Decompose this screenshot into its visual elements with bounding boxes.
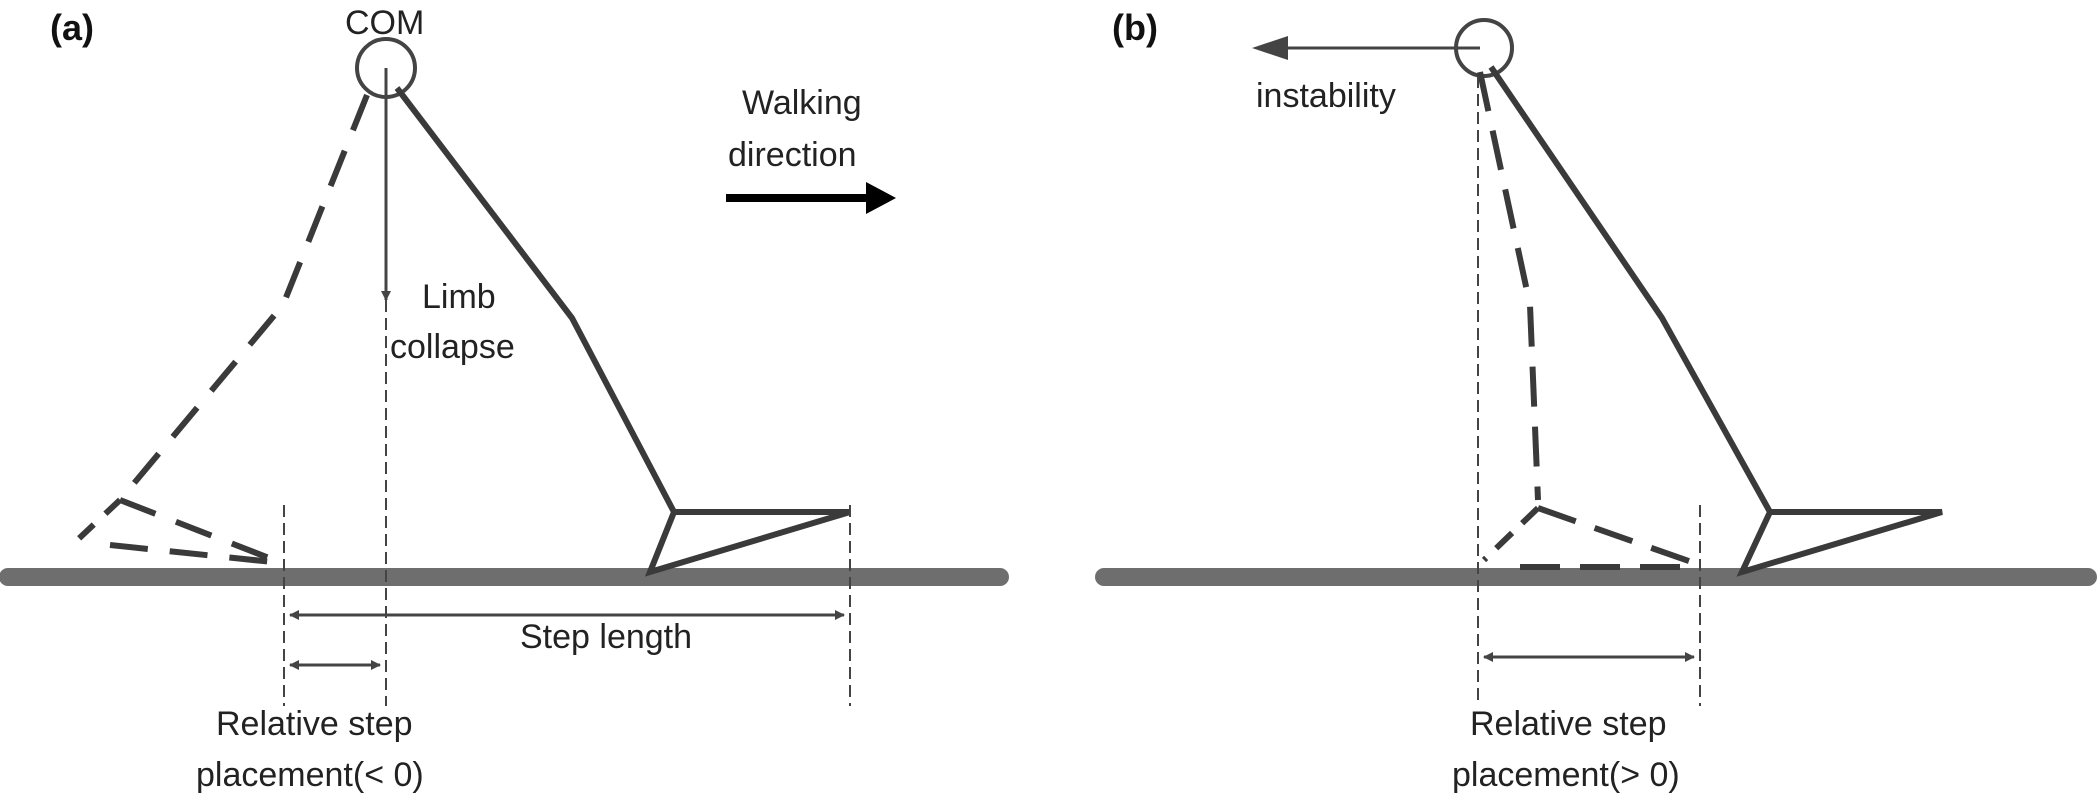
- swing-heel-b: [1481, 505, 1541, 563]
- limb-collapse-line2: collapse: [390, 328, 515, 366]
- swing-foot-top-b: [1537, 505, 1701, 568]
- panel-b-label: (b): [1112, 7, 1158, 48]
- swing-foot-top-a: [118, 497, 284, 566]
- instability-arrowhead: [1252, 36, 1288, 60]
- panel-a-label: (a): [50, 7, 94, 48]
- walking-direction-line1: Walking: [742, 84, 862, 122]
- swing-heel-a: [69, 497, 123, 548]
- relative-step-a-line2: placement(< 0): [196, 756, 424, 794]
- limb-collapse-line1: Limb: [422, 278, 496, 316]
- swing-leg-upper-a: [117, 93, 370, 502]
- swing-leg-upper-b: [1477, 71, 1541, 501]
- walking-direction-line2: direction: [728, 136, 857, 174]
- relative-step-a-line1: Relative step: [216, 705, 413, 743]
- stance-leg-b: [1488, 65, 1943, 577]
- panel-a: (a) COM Limb collapse Walking direction …: [0, 4, 1009, 794]
- relative-step-b-line1: Relative step: [1470, 705, 1667, 743]
- instability-label: instability: [1256, 77, 1396, 115]
- stance-leg-a: [394, 86, 851, 577]
- panel-b: (b) instability Relative step placement(…: [1095, 7, 2097, 794]
- relative-step-b-line2: placement(> 0): [1452, 756, 1680, 794]
- com-label: COM: [345, 4, 424, 42]
- walking-direction-arrowhead: [866, 182, 896, 214]
- step-length-label: Step length: [520, 618, 692, 656]
- swing-foot-sole-a: [109, 542, 283, 566]
